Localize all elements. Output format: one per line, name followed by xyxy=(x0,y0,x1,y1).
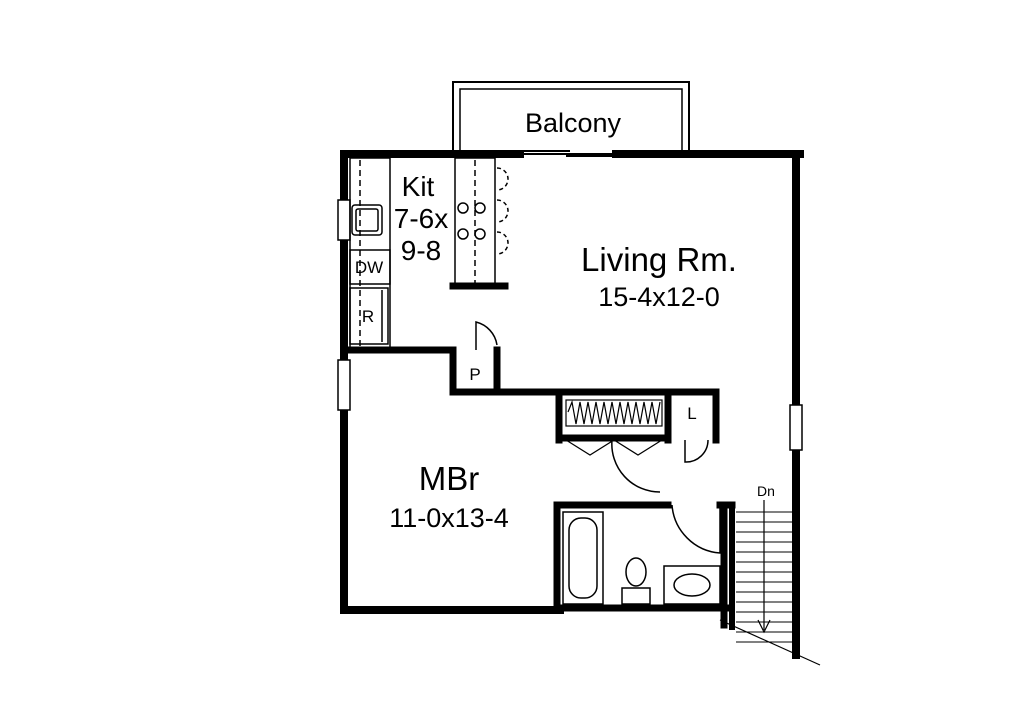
living-room-label: Living Rm. xyxy=(581,241,737,278)
linen-door xyxy=(684,439,709,463)
sink xyxy=(351,204,383,236)
balcony-inner-rail xyxy=(459,88,683,155)
island-counter xyxy=(454,157,496,287)
interior-walls xyxy=(343,282,736,629)
refrigerator xyxy=(349,287,389,345)
pantry-door xyxy=(475,321,498,350)
window-kitchen xyxy=(337,199,351,241)
window-bedroom xyxy=(337,359,351,411)
bathtub xyxy=(562,511,604,605)
closet xyxy=(565,399,663,456)
refrigerator-label: R xyxy=(362,307,374,326)
stair-arrow-head xyxy=(757,619,771,634)
kitchen-label: Kit xyxy=(402,171,435,202)
cooktop xyxy=(457,202,486,240)
bedroom-label: MBr xyxy=(419,460,480,497)
window-living xyxy=(789,404,803,451)
living-room-dim: 15-4x12-0 xyxy=(598,282,720,312)
bedroom-dim: 11-0x13-4 xyxy=(389,503,509,533)
bedroom-door xyxy=(611,439,661,493)
vanity xyxy=(663,565,721,605)
windows xyxy=(337,199,803,451)
bar-stools xyxy=(496,167,509,255)
pantry-label: P xyxy=(469,365,480,384)
kitchen-dim-line2: 9-8 xyxy=(401,235,441,266)
linen-label: L xyxy=(687,404,696,423)
kitchen-counters xyxy=(349,157,496,349)
stairs-down-label: Dn xyxy=(757,483,775,499)
stairs xyxy=(719,500,821,666)
dishwasher xyxy=(349,249,391,285)
bath-door xyxy=(671,504,721,554)
dishwasher-label: DW xyxy=(355,258,383,277)
doors xyxy=(475,321,721,554)
bathroom-fixtures xyxy=(562,511,721,605)
balcony-label: Balcony xyxy=(525,108,622,138)
balcony xyxy=(452,81,690,155)
toilet xyxy=(625,557,647,587)
kitchen-dim-line1: 7-6x xyxy=(394,203,448,234)
sliding-door xyxy=(520,150,616,157)
